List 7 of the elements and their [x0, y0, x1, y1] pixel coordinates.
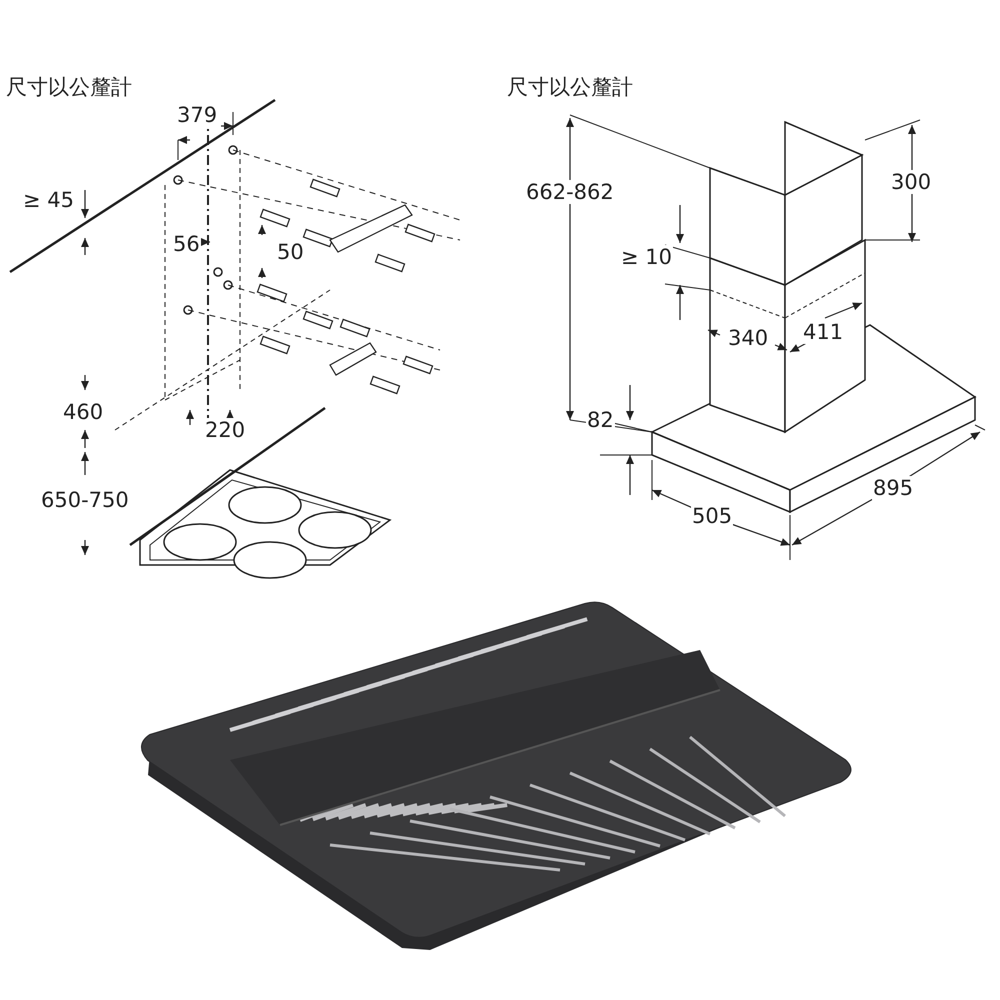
note: 尺寸以公釐計	[5, 75, 133, 99]
dimension-label: 662-862	[525, 180, 615, 204]
dimension-label: 379	[176, 103, 218, 127]
dimension-label: 895	[872, 476, 914, 500]
dimension-label: 505	[691, 504, 734, 528]
dimension-label: 300	[890, 170, 932, 194]
note: 尺寸以公釐計	[506, 75, 634, 99]
